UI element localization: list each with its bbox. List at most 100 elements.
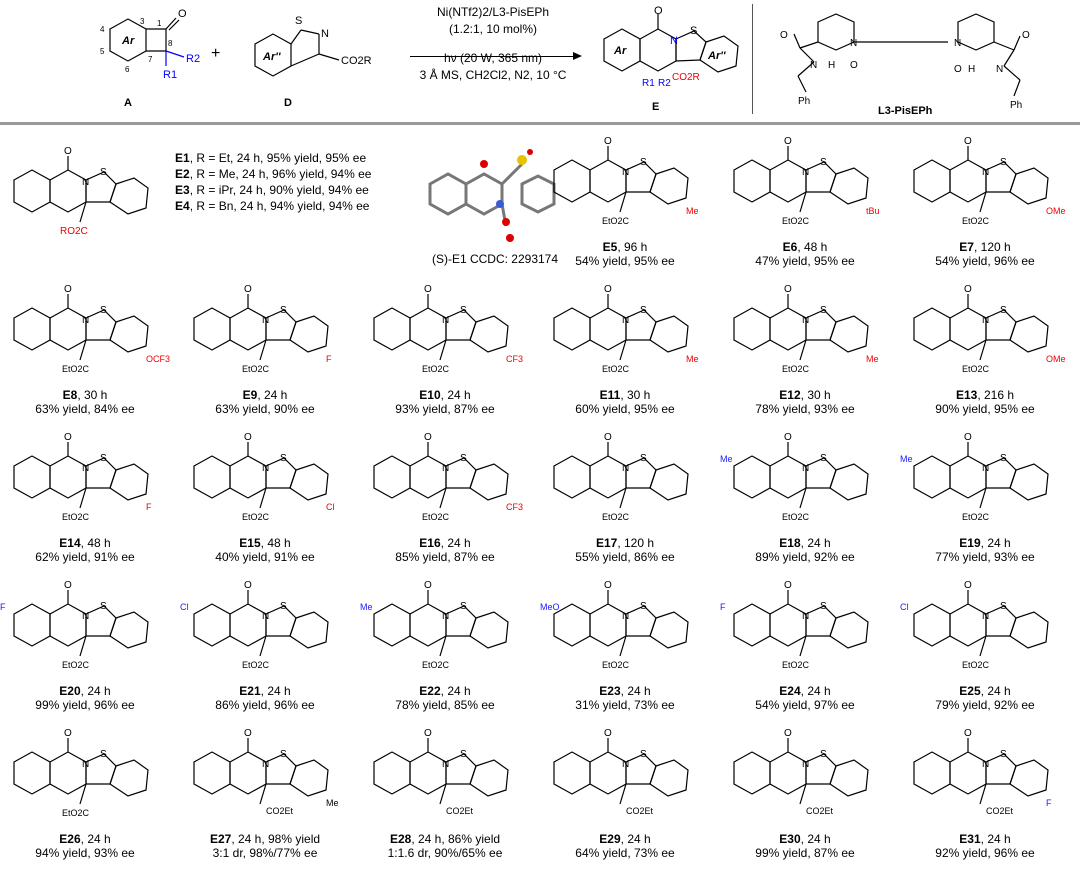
substituent-label: Me xyxy=(686,206,699,216)
s-label: S xyxy=(460,749,467,760)
plus-sign: + xyxy=(211,45,221,62)
compound-id: E12 xyxy=(779,388,801,402)
n-label: N xyxy=(321,28,329,40)
o-label: O xyxy=(784,284,792,295)
co2r-label: CO2R xyxy=(672,72,700,83)
result-line: E1, R = Et, 24 h, 95% yield, 95% ee xyxy=(175,151,367,165)
compound-caption-line1: E30, 24 h xyxy=(720,832,890,846)
s-label: S xyxy=(460,601,467,612)
substituent-label: F xyxy=(720,602,726,612)
compound-id: E19 xyxy=(959,536,981,550)
ester-label: EtO2C xyxy=(602,216,630,226)
s-label: S xyxy=(1000,305,1007,316)
compound-caption-line1: E22, 24 h xyxy=(360,684,530,698)
o-label: O xyxy=(244,580,252,591)
compound-id: E6 xyxy=(782,240,798,254)
compound-id: E16 xyxy=(419,536,441,550)
n-label: N xyxy=(850,38,857,49)
compound-result: 78% yield, 85% ee xyxy=(395,698,495,712)
substituent-label: F xyxy=(1046,798,1052,808)
s-label: S xyxy=(640,453,647,464)
s-label: S xyxy=(1000,453,1007,464)
n-label: N xyxy=(802,759,809,770)
o-label: O xyxy=(604,284,612,295)
result-line: E3, R = iPr, 24 h, 90% yield, 94% ee xyxy=(175,183,369,197)
reaction-arrow xyxy=(410,52,582,60)
n-label: N xyxy=(82,611,89,622)
r1-label: R1 xyxy=(642,78,655,89)
compound-caption-line1: E23, 24 h xyxy=(540,684,710,698)
s-label: S xyxy=(640,157,647,168)
compound-result: 94% yield, 93% ee xyxy=(35,846,135,860)
ester-label: EtO2C xyxy=(62,808,90,818)
o-label: O xyxy=(654,5,663,17)
substituent-label: Cl xyxy=(900,602,909,612)
num-label: 4 xyxy=(100,25,105,34)
ester-label: EtO2C xyxy=(962,364,990,374)
xray-caption: (S)-E1 CCDC: 2293174 xyxy=(431,252,559,266)
ar-label: Ar xyxy=(121,35,135,47)
reaction-time: , 48 h xyxy=(797,240,828,254)
reaction-time: , 48 h xyxy=(80,536,111,550)
compound-result: 63% yield, 90% ee xyxy=(215,402,315,416)
compound-result: 54% yield, 96% ee xyxy=(935,254,1035,268)
xray-structure-image xyxy=(428,149,556,242)
reaction-time: , 24 h xyxy=(440,388,471,402)
compound-caption-line1: E13, 216 h xyxy=(900,388,1070,402)
compound-caption-line1: E31, 24 h xyxy=(900,832,1070,846)
ar2-label: Ar'' xyxy=(707,50,726,62)
num-label: 5 xyxy=(100,47,105,56)
s-label: S xyxy=(820,453,827,464)
o-label: O xyxy=(64,580,72,591)
compound-caption-line1: E12, 30 h xyxy=(720,388,890,402)
e1-e4-results: E1, R = Et, 24 h, 95% yield, 95% ee E2, … xyxy=(175,150,371,214)
reaction-time: , 24 h xyxy=(620,832,651,846)
ester-label: EtO2C xyxy=(62,512,90,522)
compound-result: 62% yield, 91% ee xyxy=(35,550,135,564)
compound-result: 89% yield, 92% ee xyxy=(755,550,855,564)
n-label: N xyxy=(982,463,989,474)
reaction-time: , 24 h xyxy=(80,832,111,846)
ester-label: CO2Et xyxy=(626,806,654,816)
s-label: S xyxy=(460,453,467,464)
n-label: N xyxy=(670,35,678,47)
compound-id: E13 xyxy=(955,388,978,402)
n-label: N xyxy=(954,38,961,49)
o-label: O xyxy=(784,432,792,443)
substrate-scope-grid: O N S RO2C E1, R = Et, 24 h, 95% yield, … xyxy=(0,130,1080,890)
ester-label: EtO2C xyxy=(242,660,270,670)
compound-result: 3:1 dr, 98%/77% ee xyxy=(212,846,318,860)
ph-label: Ph xyxy=(1010,100,1022,111)
compound-caption-line1: E21, 24 h xyxy=(180,684,350,698)
ester-label: EtO2C xyxy=(782,660,810,670)
n-label: N xyxy=(622,167,629,178)
substituent-label: tBu xyxy=(866,206,880,216)
compound-result: 85% yield, 87% ee xyxy=(395,550,495,564)
ester-label: EtO2C xyxy=(782,364,810,374)
substituent-label: F xyxy=(146,502,152,512)
compound-caption-line1: E14, 48 h xyxy=(0,536,170,550)
n-label: N xyxy=(262,463,269,474)
o-label: O xyxy=(780,30,788,41)
s-label: S xyxy=(640,601,647,612)
s-label: S xyxy=(100,305,107,316)
ester-label: EtO2C xyxy=(962,216,990,226)
ester-label: EtO2C xyxy=(782,216,810,226)
compound-caption-line1: E20, 24 h xyxy=(0,684,170,698)
n-label: N xyxy=(982,315,989,326)
ester-label: EtO2C xyxy=(962,512,990,522)
reaction-time: , 30 h xyxy=(77,388,108,402)
compound-result: 54% yield, 95% ee xyxy=(575,254,675,268)
num-label: 8 xyxy=(168,39,173,48)
n-label: N xyxy=(442,611,449,622)
compound-id: E20 xyxy=(59,684,81,698)
